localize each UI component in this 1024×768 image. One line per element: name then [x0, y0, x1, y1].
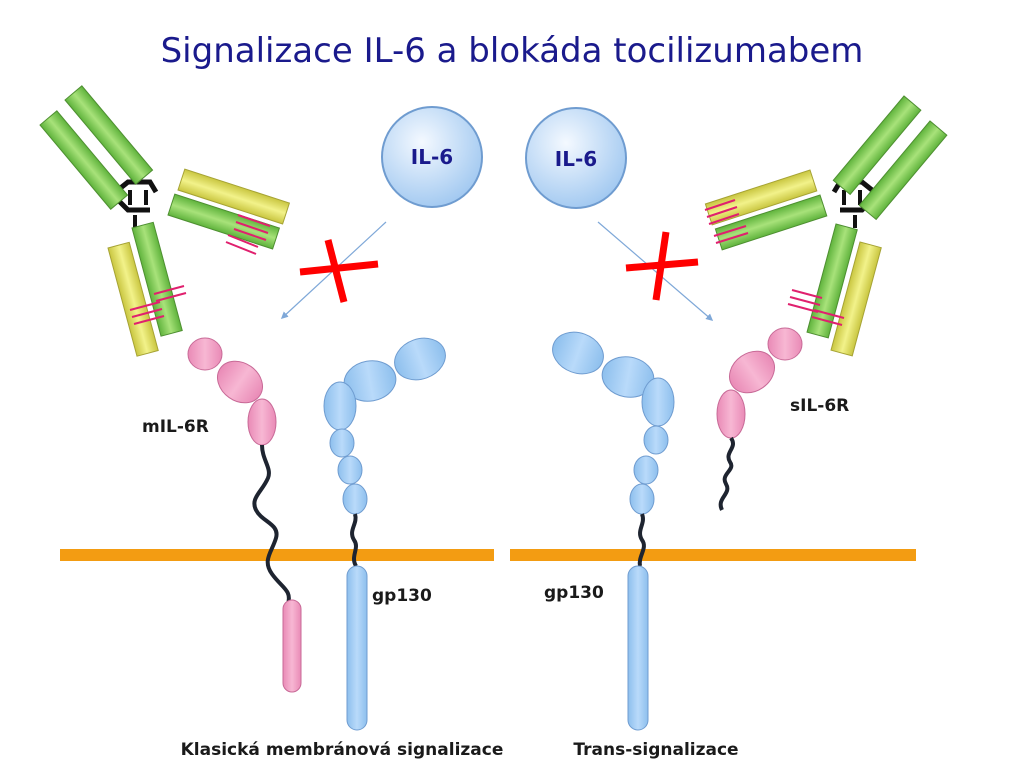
gp130-right [552, 331, 675, 731]
il6-right-label: IL-6 [555, 147, 597, 171]
membrane-left [60, 549, 494, 561]
gp130-left [323, 337, 446, 731]
antibody-left [39, 85, 291, 357]
sil6r-receptor [716, 327, 803, 511]
binding-arrow-right [597, 221, 714, 321]
gp130-left-label: gp130 [372, 586, 432, 606]
il6-left-label: IL-6 [411, 145, 453, 169]
il6-right: IL-6 [525, 107, 627, 209]
page-title: Signalizace IL-6 a blokáda tocilizumabem [161, 31, 864, 71]
membrane-right [510, 549, 916, 561]
caption-classic: Klasická membránová signalizace [181, 740, 504, 760]
gp130-right-label: gp130 [544, 583, 604, 603]
il6-left: IL-6 [381, 106, 483, 208]
sil6r-label: sIL-6R [790, 396, 849, 416]
mil6r-label: mIL-6R [142, 417, 209, 437]
block-cross-left [299, 239, 379, 303]
caption-trans: Trans-signalizace [573, 740, 738, 760]
antibody-right [704, 95, 948, 357]
block-cross-right [625, 231, 699, 301]
mil6r-receptor [187, 337, 302, 693]
